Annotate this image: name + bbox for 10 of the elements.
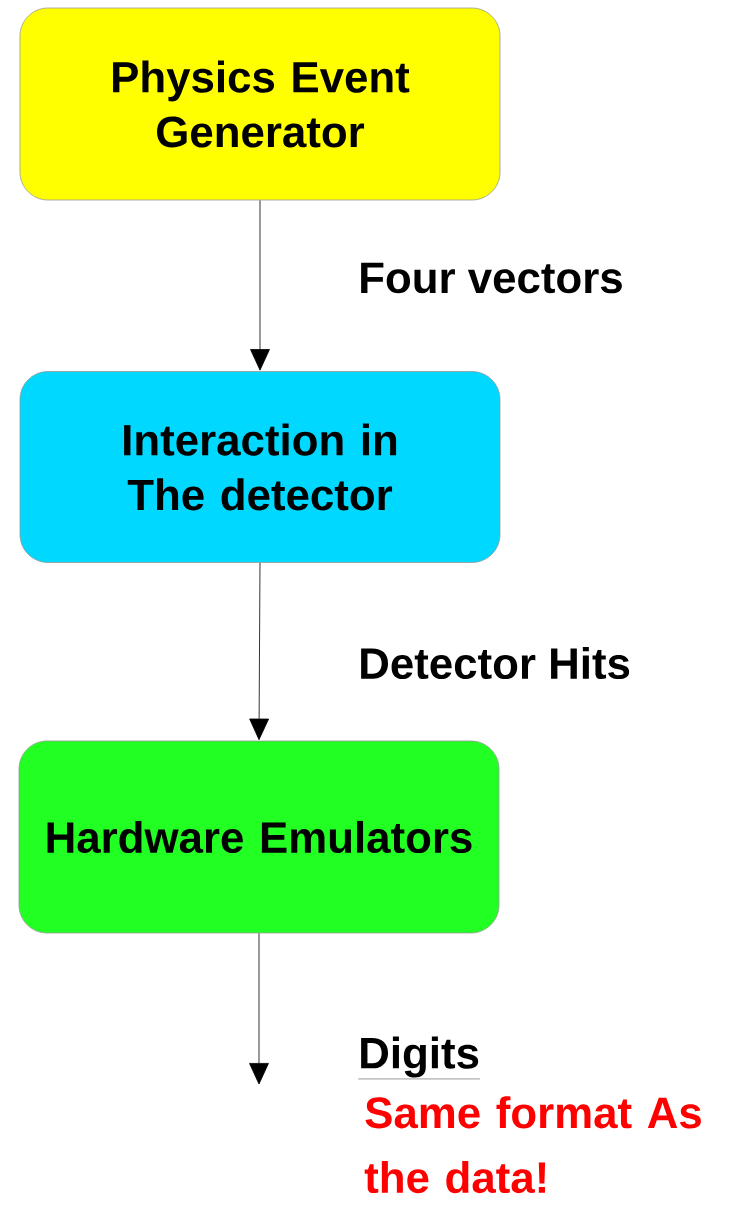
process-box: Physics Event Generator (19, 7, 501, 201)
process-box: Interaction in The detector (19, 371, 501, 563)
edge-label: Four vectors (357, 261, 625, 295)
edge-label: Detector Hits (357, 645, 632, 681)
arrow (250, 200, 270, 371)
process-box: Hardware Emulators (18, 740, 500, 934)
arrow (249, 562, 269, 741)
arrow (249, 933, 269, 1085)
note: Same format As the data! (364, 1096, 701, 1194)
edge-label: Digits (357, 1035, 481, 1081)
